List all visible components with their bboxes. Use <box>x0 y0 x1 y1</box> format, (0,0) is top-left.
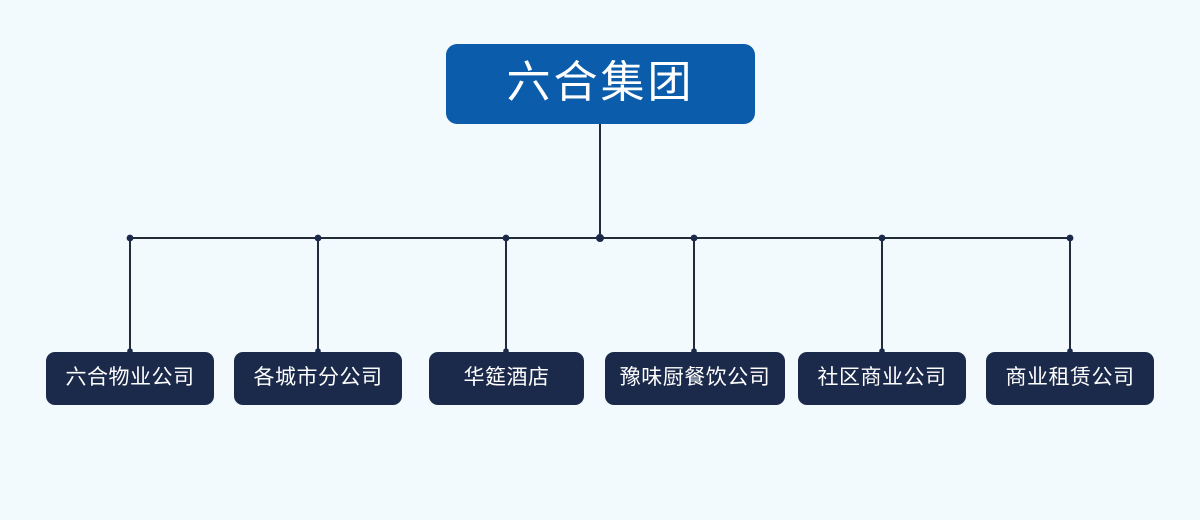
org-node-root[interactable]: 六合集团 <box>446 44 755 124</box>
connector-junction-dot-6 <box>1066 234 1074 242</box>
org-node-child-2[interactable]: 各城市分公司 <box>234 352 402 405</box>
org-node-child-1[interactable]: 六合物业公司 <box>46 352 214 405</box>
org-node-child-6-label: 商业租赁公司 <box>1005 366 1135 389</box>
org-node-child-1-label: 六合物业公司 <box>65 366 195 389</box>
org-node-child-5-label: 社区商业公司 <box>817 366 947 389</box>
connector-junction-dot-2 <box>314 234 322 242</box>
org-node-child-3-label: 华筵酒店 <box>463 366 550 389</box>
connector-junction-dot-5 <box>878 234 886 242</box>
org-node-root-label: 六合集团 <box>506 57 695 107</box>
org-node-child-4-label: 豫味厨餐饮公司 <box>619 366 771 389</box>
org-node-child-6[interactable]: 商业租赁公司 <box>986 352 1154 405</box>
connector-trunk-junction-dot <box>596 234 604 242</box>
connector-junction-dot-4 <box>690 234 698 242</box>
connector-junction-dot-3 <box>502 234 510 242</box>
org-node-child-3[interactable]: 华筵酒店 <box>429 352 584 405</box>
org-node-child-2-label: 各城市分公司 <box>253 366 383 389</box>
org-node-child-4[interactable]: 豫味厨餐饮公司 <box>605 352 785 405</box>
org-node-child-5[interactable]: 社区商业公司 <box>798 352 966 405</box>
connector-junction-dot-1 <box>126 234 134 242</box>
